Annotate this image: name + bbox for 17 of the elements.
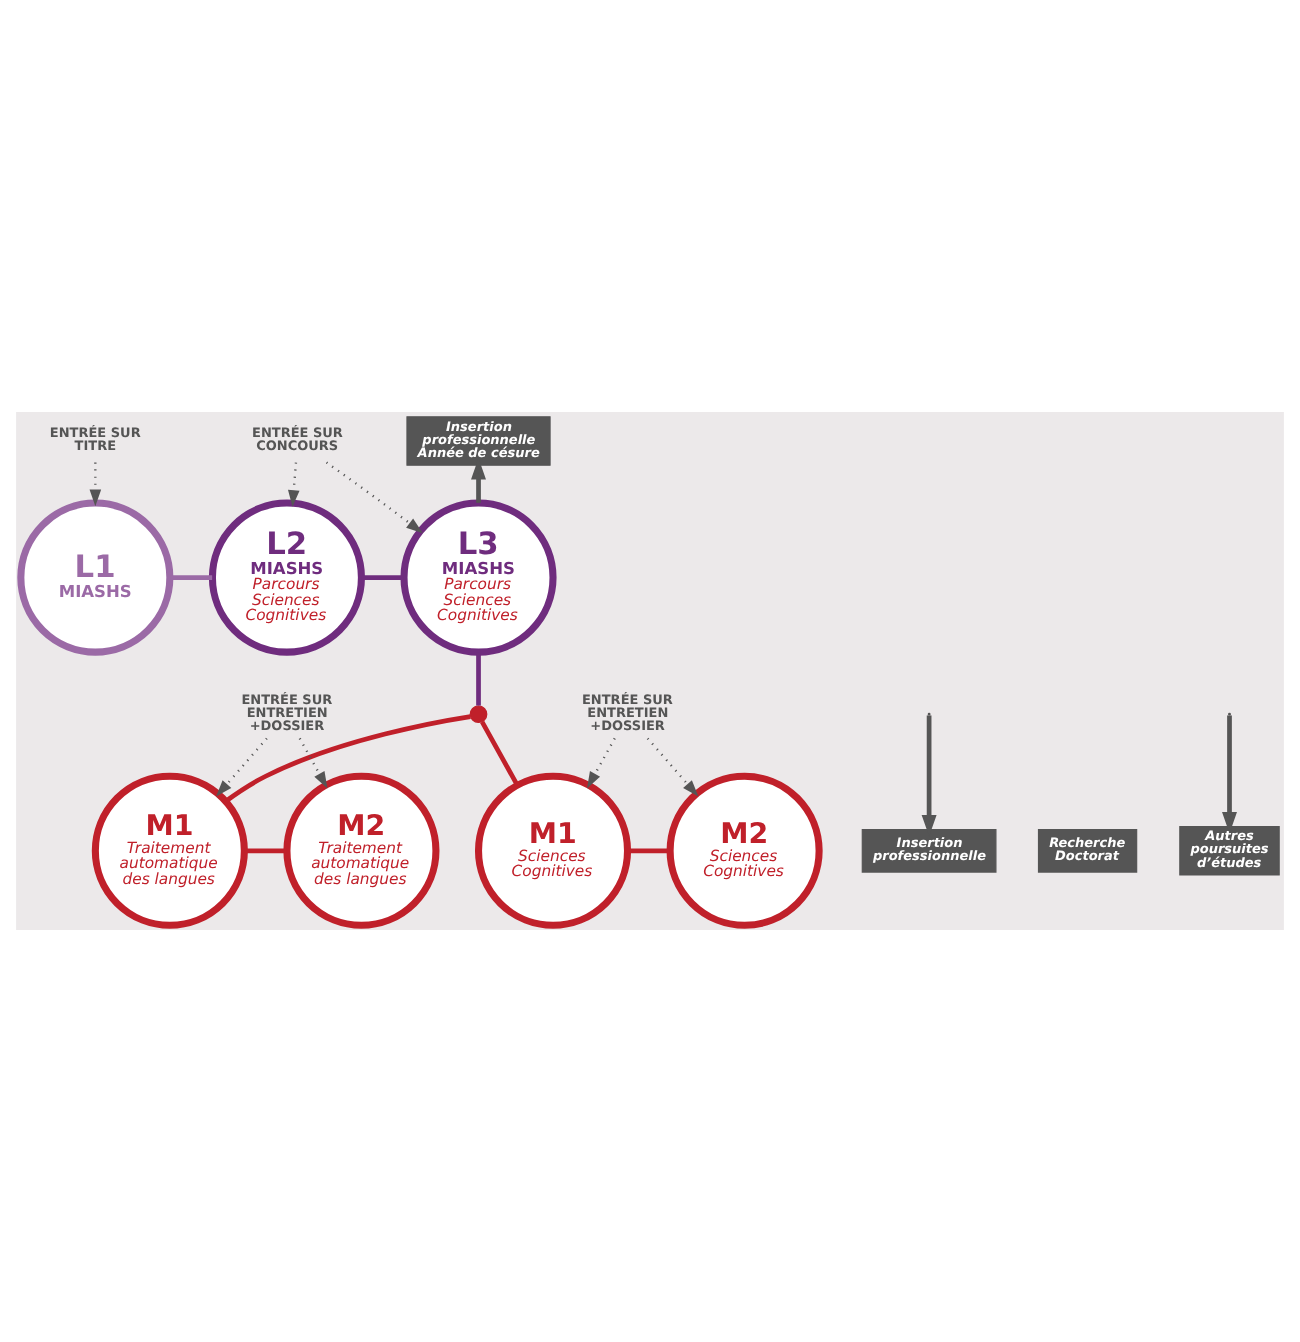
connector <box>361 575 404 580</box>
arrow <box>646 737 699 797</box>
node-circle: L1 MIASHS <box>17 499 174 656</box>
arrow <box>587 737 616 789</box>
connector <box>476 652 481 706</box>
node-circle <box>469 705 488 724</box>
connector <box>170 575 213 580</box>
arrow <box>287 462 300 507</box>
arrow <box>89 462 102 507</box>
arrow <box>216 737 268 797</box>
connector <box>224 714 471 804</box>
arrow <box>298 737 328 789</box>
arrow <box>1222 715 1237 834</box>
arrow <box>325 461 423 534</box>
connector <box>627 848 670 854</box>
connector <box>244 848 287 854</box>
connector <box>480 720 520 787</box>
